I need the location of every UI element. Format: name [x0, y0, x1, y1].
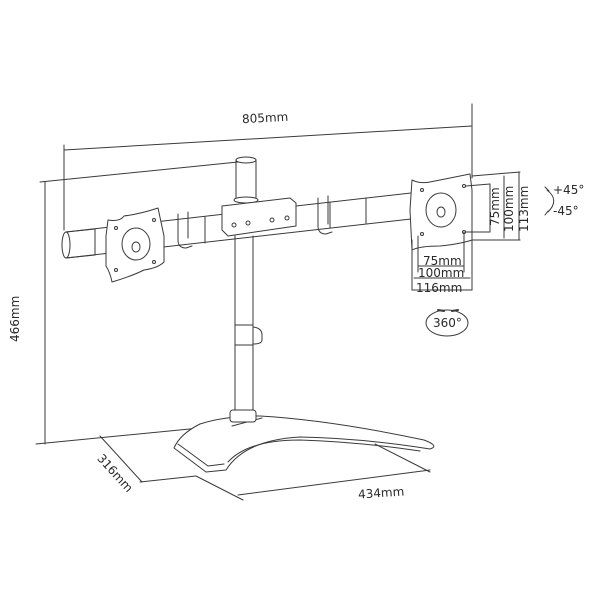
- vesa-vertical-113-label: 113mm: [517, 185, 531, 232]
- vesa-vertical-75-label: 75mm: [488, 187, 502, 226]
- cable-hook-left: [177, 211, 193, 249]
- height-dimension-line: [35, 161, 239, 445]
- tilt-up-label: +45°: [553, 183, 585, 197]
- vesa-horizontal-dimension-lines: [411, 231, 473, 291]
- rotation-label: 360°: [433, 316, 462, 330]
- vesa-vertical-dimension-lines: [465, 171, 521, 241]
- tilt-arrow-icon: [546, 189, 555, 213]
- overall-height-label: 466mm: [8, 295, 22, 342]
- pole-base-collar: [229, 409, 257, 423]
- tilt-arrow-heads-icon: [544, 186, 550, 216]
- right-vesa-plate: [409, 173, 473, 251]
- pole-top: [233, 156, 259, 204]
- base-dimension-lines: [99, 435, 431, 501]
- vesa-horizontal-116-label: 116mm: [416, 281, 463, 295]
- tilt-down-label: -45°: [553, 204, 579, 218]
- cable-clip: [234, 324, 263, 346]
- cable-hook-right: [317, 195, 333, 235]
- rotation-arrow-heads-icon: [437, 309, 459, 312]
- base-width-label: 434mm: [357, 484, 405, 502]
- vesa-vertical-100-label: 100mm: [502, 185, 516, 232]
- vesa-horizontal-100-label: 100mm: [418, 266, 465, 280]
- vertical-pole: [234, 235, 254, 411]
- vesa-horizontal-75-label: 75mm: [423, 254, 462, 268]
- width-dimension-line: [63, 103, 473, 231]
- overall-width-label: 805mm: [241, 109, 289, 127]
- center-clamp: [221, 197, 297, 237]
- left-vesa-plate: [105, 207, 165, 283]
- stand-base: [173, 415, 435, 473]
- rotation-ellipse-icon: [425, 309, 469, 337]
